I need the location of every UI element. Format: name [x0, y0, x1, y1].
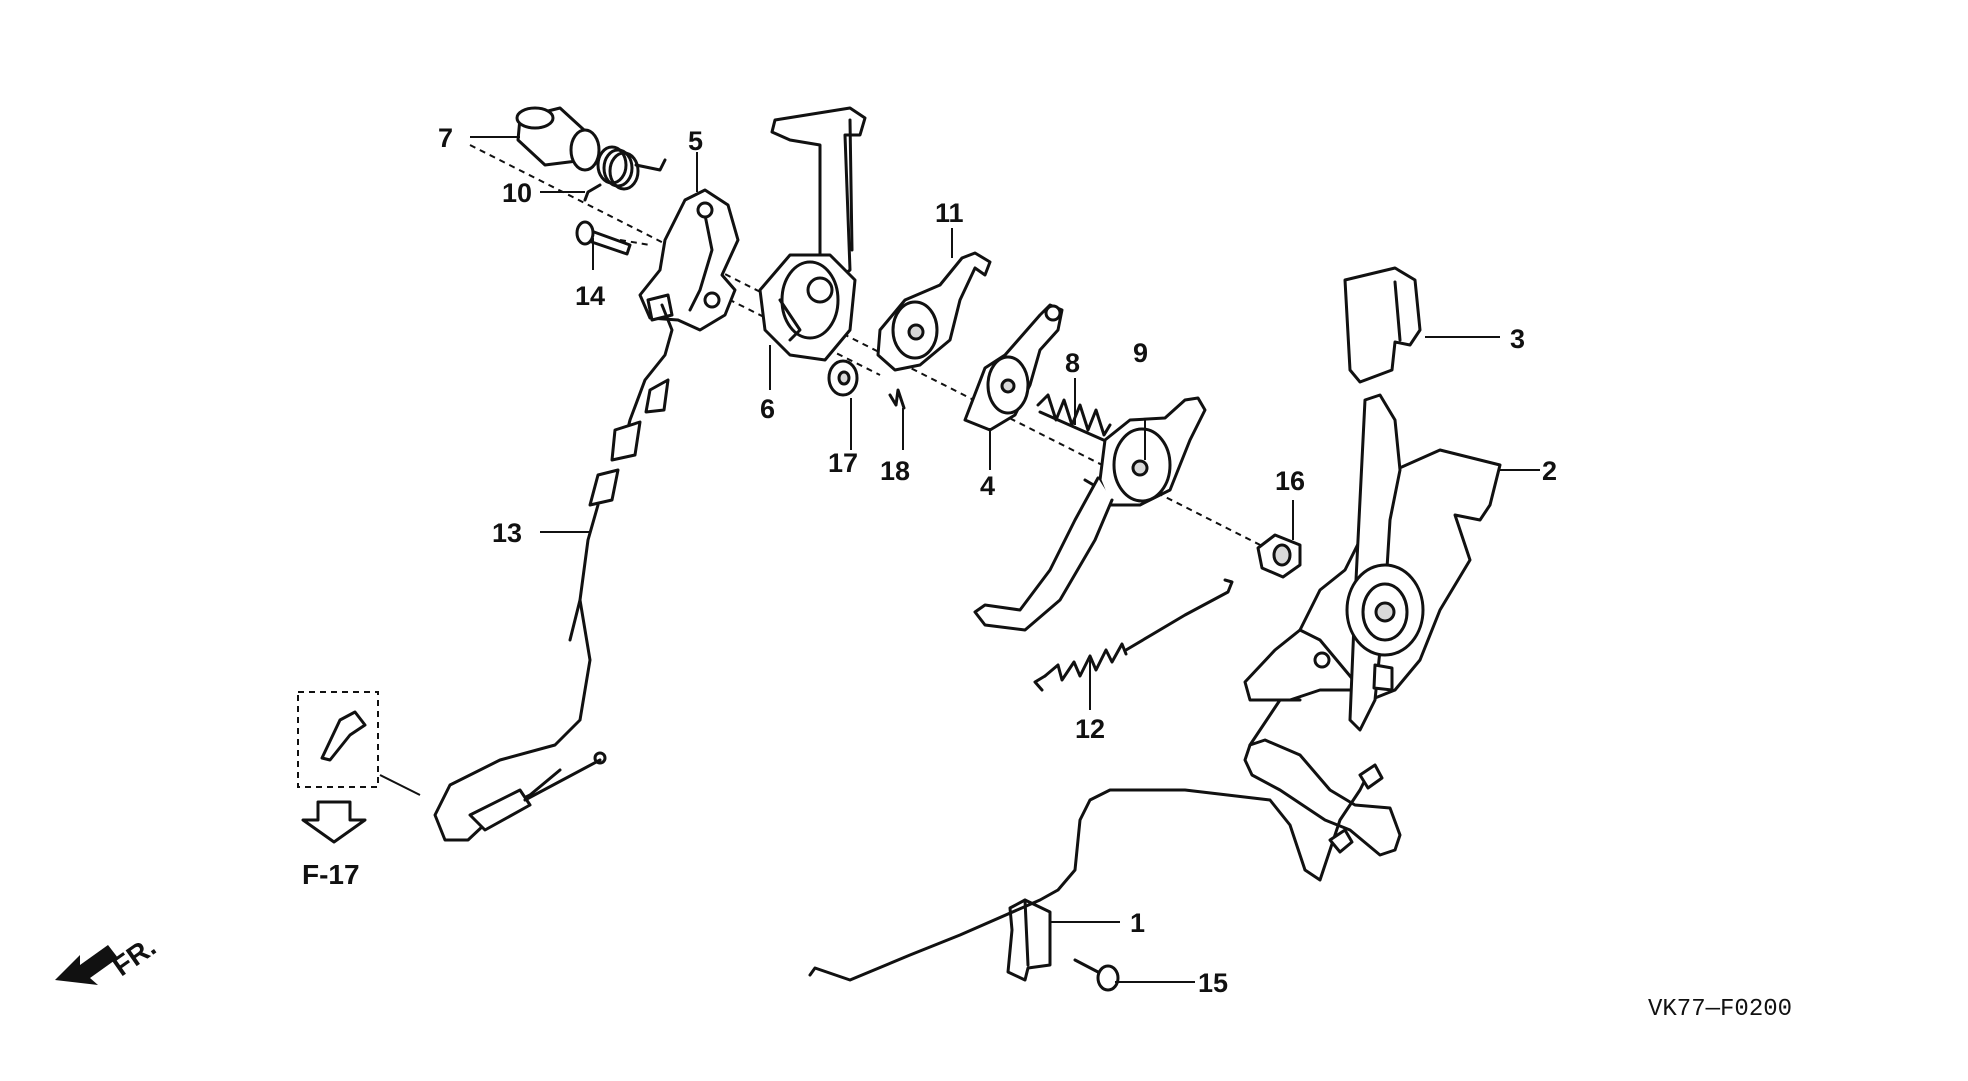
assembly-axis-upper — [469, 144, 1281, 556]
callout-7: 7 — [438, 123, 453, 153]
part-9-governor-plate — [973, 396, 1207, 632]
callout-1: 1 — [1130, 908, 1145, 938]
part-7-collar — [515, 106, 601, 172]
callout-10: 10 — [502, 178, 532, 208]
part-5-bracket — [638, 188, 740, 332]
part-11-arm-plate — [876, 251, 992, 372]
callout-11: 11 — [935, 198, 964, 228]
direction-label: FR. — [107, 931, 162, 982]
part-13-throttle-cable — [433, 303, 674, 842]
callout-14: 14 — [575, 281, 605, 311]
part-3-grip — [1343, 266, 1422, 384]
front-direction-arrow-icon — [55, 945, 118, 985]
callout-8: 8 — [1065, 348, 1080, 378]
part-18-clip — [888, 388, 906, 410]
part-4-arm-plate — [963, 303, 1064, 432]
callout-13: 13 — [492, 518, 522, 548]
down-arrow-icon — [301, 800, 367, 844]
callout-4: 4 — [980, 471, 995, 501]
callouts: 1 2 3 4 5 6 7 8 9 10 11 12 13 14 15 16 1… — [438, 123, 1557, 998]
part-17-washer — [827, 359, 859, 397]
callout-17: 17 — [828, 448, 858, 478]
part-15-bolt — [1073, 958, 1120, 992]
callout-12: 12 — [1075, 714, 1105, 744]
callout-9: 9 — [1133, 338, 1148, 368]
diagram-code: VK77—F0200 — [1648, 996, 1792, 1023]
leader-lines — [470, 136, 1540, 983]
part-1-clamp — [1006, 898, 1052, 982]
reference-tag: F-17 — [302, 859, 360, 890]
callout-5: 5 — [688, 126, 703, 156]
callout-18: 18 — [880, 456, 910, 486]
assembly-axis-pin — [619, 239, 651, 246]
callout-2: 2 — [1542, 456, 1557, 486]
callout-6: 6 — [760, 394, 775, 424]
callout-15: 15 — [1198, 968, 1228, 998]
control-cable — [808, 763, 1384, 982]
reference-inset-f17 — [297, 691, 421, 844]
part-2-control-base — [1243, 393, 1502, 857]
part-16-nut — [1256, 533, 1302, 579]
callout-16: 16 — [1275, 466, 1305, 496]
part-6-throttle-lever — [758, 106, 867, 362]
part-10-spring — [583, 145, 667, 202]
part-12-return-spring — [1033, 578, 1234, 692]
part-14-pin — [575, 220, 632, 256]
callout-3: 3 — [1510, 324, 1525, 354]
